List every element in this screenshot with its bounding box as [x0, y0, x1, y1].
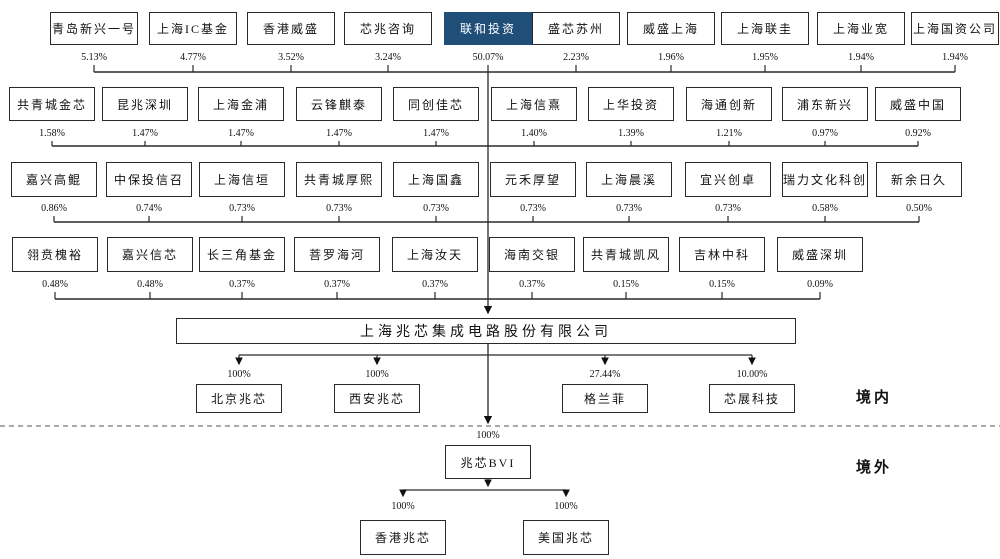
region-label-overseas: 境外 — [856, 460, 893, 476]
ownership-percentage: 100% — [365, 369, 389, 380]
shareholder-box: 同创佳芯 — [393, 87, 479, 121]
ownership-percentage: 0.86% — [41, 203, 67, 214]
ownership-percentage: 0.73% — [423, 203, 449, 214]
ownership-percentage: 10.00% — [736, 369, 768, 380]
ownership-percentage: 5.13% — [81, 52, 107, 63]
ownership-percentage: 1.47% — [326, 128, 352, 139]
ownership-percentage: 1.95% — [752, 52, 778, 63]
ownership-percentage: 1.40% — [521, 128, 547, 139]
ownership-percentage: 0.37% — [422, 279, 448, 290]
shareholder-box: 共青城金芯 — [9, 87, 95, 121]
shareholder-box: 威盛中国 — [875, 87, 961, 121]
shareholder-box: 威盛深圳 — [777, 237, 863, 272]
shareholder-box: 元禾厚望 — [490, 162, 576, 197]
shareholder-box: 上海信熹 — [491, 87, 577, 121]
subsidiary-box: 西安兆芯 — [334, 384, 420, 413]
parent-company-box: 上海兆芯集成电路股份有限公司 — [176, 318, 796, 344]
shareholder-box: 共青城凯风 — [583, 237, 669, 272]
ownership-percentage: 1.94% — [942, 52, 968, 63]
shareholder-box: 海南交银 — [489, 237, 575, 272]
shareholder-box: 嘉兴高鲲 — [11, 162, 97, 197]
shareholder-box: 上海业宽 — [817, 12, 905, 45]
shareholder-box: 上海金浦 — [198, 87, 284, 121]
shareholder-box: 吉林中科 — [679, 237, 765, 272]
ownership-percentage: 0.50% — [906, 203, 932, 214]
ownership-percentage: 2.23% — [563, 52, 589, 63]
shareholder-box: 长三角基金 — [199, 237, 285, 272]
shareholder-box: 云锋麒泰 — [296, 87, 382, 121]
shareholder-box: 上海国资公司 — [911, 12, 999, 45]
ownership-percentage: 0.73% — [520, 203, 546, 214]
ownership-percentage: 3.24% — [375, 52, 401, 63]
shareholder-box: 浦东新兴 — [782, 87, 868, 121]
ownership-percentage: 1.58% — [39, 128, 65, 139]
shareholder-box: 青岛新兴一号 — [50, 12, 138, 45]
shareholder-box: 新余日久 — [876, 162, 962, 197]
shareholder-box: 上海IC基金 — [149, 12, 237, 45]
ownership-percentage: 0.37% — [519, 279, 545, 290]
shareholder-box: 昆兆深圳 — [102, 87, 188, 121]
shareholder-box: 上海信垣 — [199, 162, 285, 197]
ownership-percentage: 1.47% — [132, 128, 158, 139]
shareholder-box: 共青城厚熙 — [296, 162, 382, 197]
ownership-percentage: 1.96% — [658, 52, 684, 63]
shareholder-box: 海通创新 — [686, 87, 772, 121]
ownership-percentage: 0.73% — [229, 203, 255, 214]
subsidiary-box: 北京兆芯 — [196, 384, 282, 413]
ownership-percentage: 0.37% — [324, 279, 350, 290]
ownership-percentage: 0.73% — [616, 203, 642, 214]
bvi-company-box: 兆芯BVI — [445, 445, 531, 479]
shareholder-box: 菩罗海河 — [294, 237, 380, 272]
ownership-percentage: 0.73% — [715, 203, 741, 214]
subsidiary-box: 格兰菲 — [562, 384, 648, 413]
shareholder-box: 上海汝天 — [392, 237, 478, 272]
ownership-percentage: 100% — [391, 501, 415, 512]
ownership-percentage: 1.47% — [228, 128, 254, 139]
ownership-percentage: 0.48% — [137, 279, 163, 290]
ownership-percentage: 0.15% — [709, 279, 735, 290]
overseas-subsidiary-box: 香港兆芯 — [360, 520, 446, 555]
ownership-percentage: 1.47% — [423, 128, 449, 139]
shareholder-box: 上海晨溪 — [586, 162, 672, 197]
ownership-percentage: 0.92% — [905, 128, 931, 139]
ownership-percentage: 1.94% — [848, 52, 874, 63]
ownership-percentage: 100% — [227, 369, 251, 380]
ownership-percentage: 1.39% — [618, 128, 644, 139]
ownership-percentage: 0.09% — [807, 279, 833, 290]
shareholder-box: 盛芯苏州 — [532, 12, 620, 45]
ownership-percentage: 0.48% — [42, 279, 68, 290]
overseas-subsidiary-box: 美国兆芯 — [523, 520, 609, 555]
ownership-percentage: 0.97% — [812, 128, 838, 139]
ownership-percentage: 4.77% — [180, 52, 206, 63]
shareholder-box: 瑞力文化科创 — [782, 162, 868, 197]
ownership-percentage: 27.44% — [589, 369, 621, 380]
subsidiary-box: 芯展科技 — [709, 384, 795, 413]
region-label-domestic: 境内 — [856, 390, 893, 406]
shareholder-box: 宜兴创卓 — [685, 162, 771, 197]
shareholder-box: 中保投信召 — [106, 162, 192, 197]
ownership-percentage: 0.37% — [229, 279, 255, 290]
shareholder-box: 嘉兴信芯 — [107, 237, 193, 272]
shareholder-box: 上海联圭 — [721, 12, 809, 45]
shareholder-box: 联和投资 — [444, 12, 532, 45]
ownership-percentage: 100% — [476, 430, 500, 441]
ownership-percentage: 0.74% — [136, 203, 162, 214]
ownership-percentage: 0.58% — [812, 203, 838, 214]
shareholder-box: 上海国鑫 — [393, 162, 479, 197]
ownership-percentage: 1.21% — [716, 128, 742, 139]
ownership-percentage: 3.52% — [278, 52, 304, 63]
shareholder-box: 上华投资 — [588, 87, 674, 121]
shareholder-box: 威盛上海 — [627, 12, 715, 45]
shareholder-box: 翎贲槐裕 — [12, 237, 98, 272]
shareholder-box: 香港威盛 — [247, 12, 335, 45]
ownership-percentage: 0.15% — [613, 279, 639, 290]
ownership-percentage: 100% — [554, 501, 578, 512]
ownership-percentage: 0.73% — [326, 203, 352, 214]
shareholder-box: 芯兆咨询 — [344, 12, 432, 45]
ownership-percentage: 50.07% — [472, 52, 504, 63]
